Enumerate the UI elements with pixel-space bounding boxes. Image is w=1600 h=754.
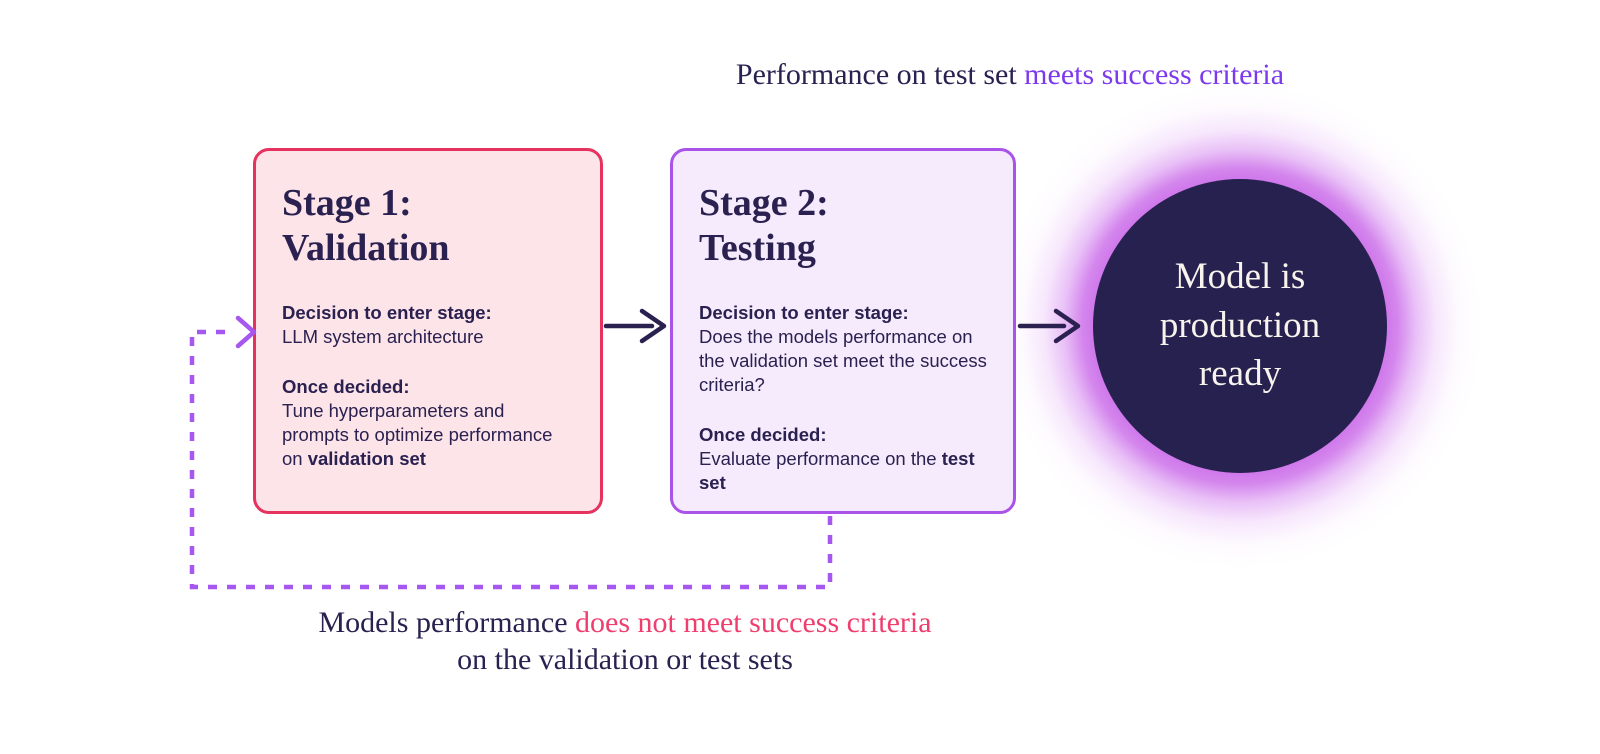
failure-caption-prefix: Models performance (318, 606, 576, 639)
stage2-decision-block: Decision to enter stage: Does the models… (699, 301, 987, 397)
stage1-once-label: Once decided: (282, 375, 410, 397)
production-ready-line2: production (1159, 304, 1321, 346)
stage1-decision-label: Decision to enter stage: (282, 301, 492, 323)
stage2-once-text: Evaluate performance on the test set (699, 447, 987, 495)
stage1-card: Stage 1:Validation Decision to enter sta… (253, 148, 603, 514)
stage2-title: Stage 2:Testing (699, 181, 987, 271)
stage2-decision-text: Does the models performance on the valid… (699, 325, 987, 395)
stage2-title-line2: Testing (699, 226, 816, 269)
stage2-decision-label: Decision to enter stage: (699, 301, 909, 323)
stage2-once-block: Once decided: Evaluate performance on th… (699, 423, 987, 495)
production-ready-line1: Model is (1174, 255, 1306, 297)
success-caption-prefix: Performance on test set (735, 58, 1025, 91)
failure-caption-highlight: does not meet success criteria (575, 606, 932, 639)
production-ready-line3: ready (1198, 353, 1282, 395)
stage1-once-bold: validation set (307, 447, 426, 469)
production-ready-label: Model is production ready (1160, 253, 1320, 399)
stage1-title: Stage 1:Validation (282, 181, 574, 271)
stage1-decision-block: Decision to enter stage: LLM system arch… (282, 301, 574, 349)
stage1-title-line2: Validation (282, 226, 450, 269)
arrow-stage1-to-stage2-icon (603, 308, 667, 344)
stage2-title-line1: Stage 2: (699, 182, 829, 224)
stage2-once-prefix: Evaluate performance on the (699, 447, 942, 469)
failure-caption: Models performance does not meet success… (225, 604, 1025, 678)
failure-caption-line1: Models performance does not meet success… (225, 604, 1025, 641)
stage1-title-line1: Stage 1: (282, 182, 412, 224)
stage2-once-label: Once decided: (699, 423, 827, 445)
stage1-once-block: Once decided: Tune hyperparameters and p… (282, 375, 574, 471)
stage2-card: Stage 2:Testing Decision to enter stage:… (670, 148, 1016, 514)
failure-caption-line2: on the validation or test sets (457, 643, 793, 676)
stage1-decision-text: LLM system architecture (282, 325, 484, 347)
production-ready-circle: Model is production ready (1093, 179, 1387, 473)
stage1-once-text: Tune hyperparameters and prompts to opti… (282, 399, 574, 471)
